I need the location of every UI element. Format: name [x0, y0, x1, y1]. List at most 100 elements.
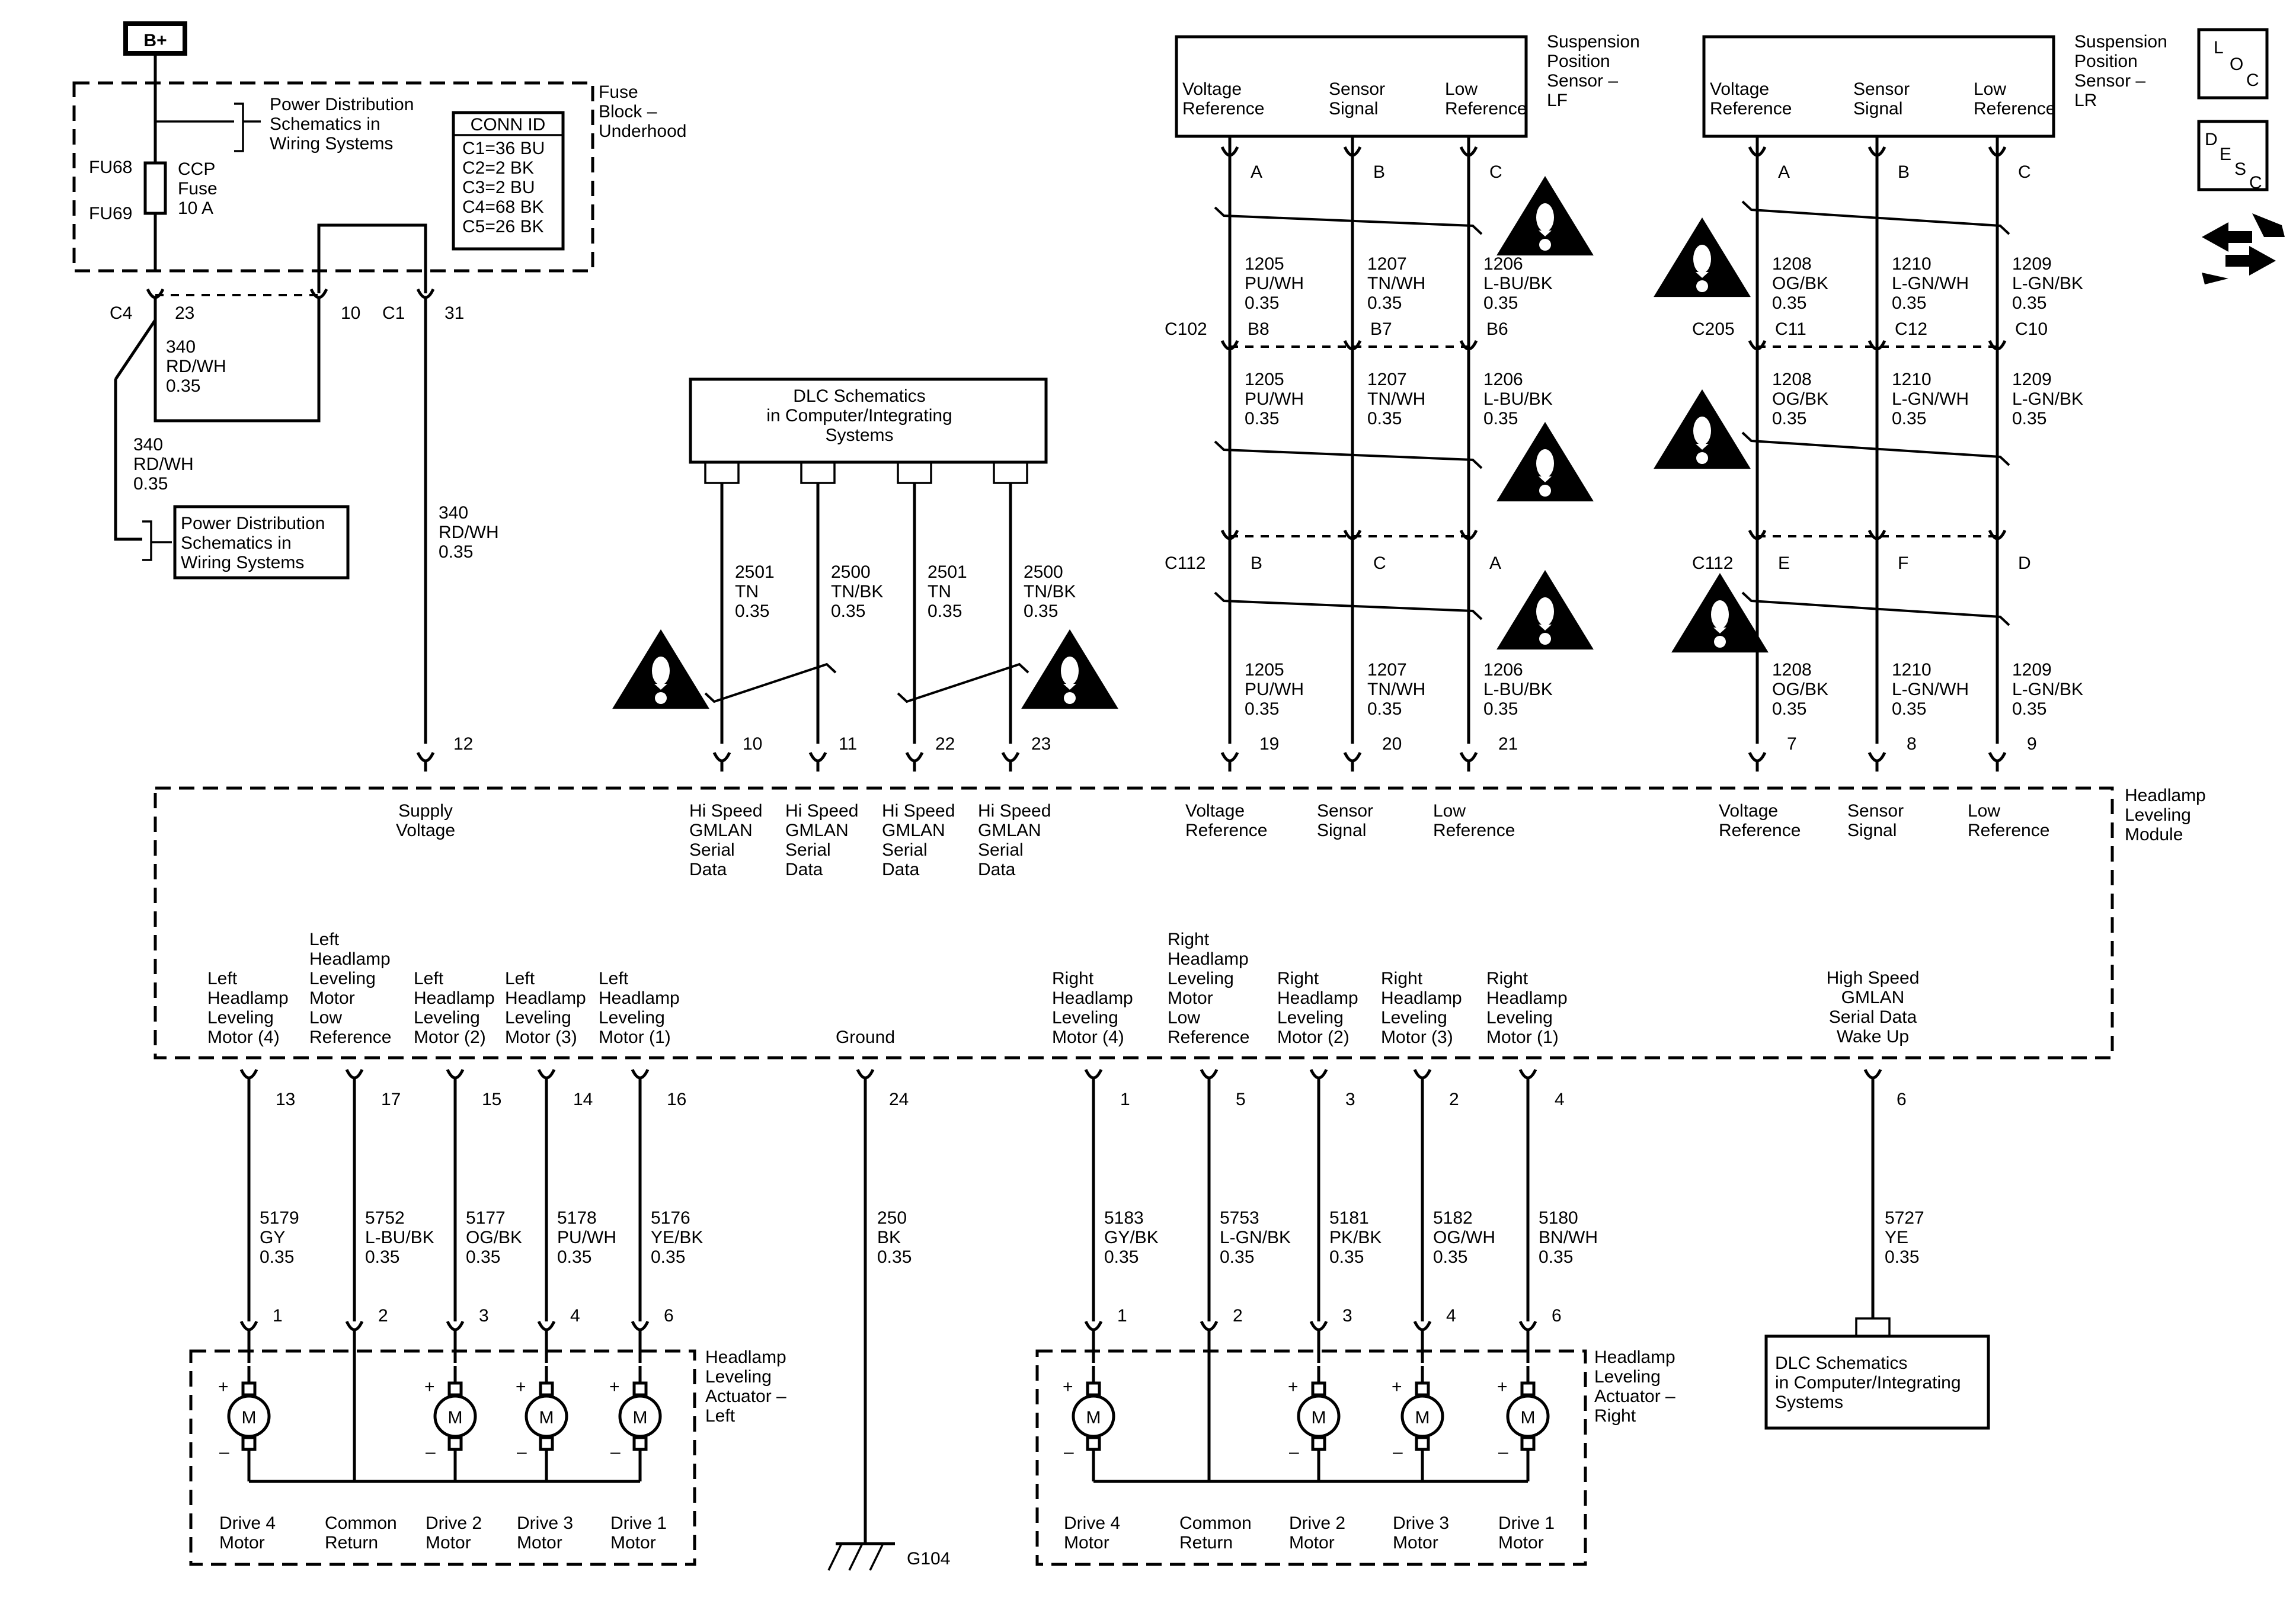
- conn-id-item: C4=68 BK: [462, 197, 544, 217]
- connector-cup: [1309, 1320, 1328, 1331]
- connector-pin-label: B6: [1486, 319, 1508, 339]
- sensor-wire-label: 1205: [1245, 370, 1284, 389]
- sensor-box: [1702, 35, 2055, 138]
- sensor-wire-label: 0.35: [1483, 699, 1518, 719]
- sensor-wire-label: 1205: [1245, 660, 1284, 680]
- fuse-description: Fuse: [178, 179, 218, 199]
- right-motor-label: Headlamp: [1052, 988, 1133, 1008]
- diagram-shapes: [72, 21, 2285, 1571]
- gmlan-wire-label: 0.35: [735, 601, 769, 621]
- left-motor-label: Left: [599, 969, 629, 988]
- actuator-pin-label: 6: [664, 1306, 674, 1326]
- motor-terminal: [241, 1436, 257, 1451]
- pds-ref2-text: Schematics in: [181, 533, 292, 553]
- fuse-description: 10 A: [178, 199, 213, 218]
- actuator-terminal-label: Drive 1: [610, 1513, 667, 1533]
- right-motor-label: Motor (1): [1486, 1028, 1559, 1047]
- right-motor-label: Right: [1052, 969, 1094, 988]
- left-motor-label: Leveling: [309, 969, 376, 988]
- motor-symbol: M: [539, 1408, 554, 1427]
- motor-plus: +: [609, 1377, 620, 1397]
- twisted-pair-marker: [1214, 206, 1483, 235]
- left-motor-label: Motor (3): [505, 1028, 577, 1047]
- ground-symbol-hatch: [848, 1543, 864, 1571]
- actuator-pin-label: 4: [570, 1306, 580, 1326]
- wire-340-branch-label: 340: [133, 435, 163, 454]
- motor-terminal: [632, 1381, 648, 1397]
- ground-pin-label: 24: [889, 1090, 909, 1109]
- motor-terminal: [1520, 1381, 1536, 1397]
- fuse-block-title: Block –: [599, 102, 657, 121]
- supply-voltage-label: Voltage: [396, 821, 455, 840]
- motor-minus: –: [517, 1442, 527, 1462]
- module-pin-label: 17: [381, 1090, 401, 1109]
- dlc-connector: [704, 462, 740, 484]
- sensor-wire-label: 1205: [1245, 254, 1284, 274]
- sensor-wire-label: 1207: [1367, 254, 1407, 274]
- motor-plus: +: [1063, 1377, 1073, 1397]
- gmlan-pin-label: 11: [839, 734, 857, 754]
- dlc-top-title: in Computer/Integrating: [766, 406, 952, 425]
- loc-icon: [2197, 28, 2269, 100]
- caution-mark: [1696, 272, 1709, 278]
- wiring-icon: [2202, 213, 2285, 284]
- sensor-wire-label: L-BU/BK: [1483, 680, 1553, 699]
- dlc-bottom-title: DLC Schematics: [1775, 1353, 1907, 1373]
- sensor-wire-label: TN/WH: [1367, 680, 1425, 699]
- motor-wire-label: 0.35: [1220, 1247, 1254, 1267]
- right-motor-label: Right: [1277, 969, 1319, 988]
- lr-input-label: Voltage: [1719, 801, 1778, 821]
- wake-up-label: Wake Up: [1837, 1027, 1909, 1046]
- pds-ref-bracket: [234, 103, 244, 152]
- gmlan-data-label: Data: [689, 860, 727, 879]
- motor-wire-label: 0.35: [1329, 1247, 1364, 1267]
- motor-minus: –: [1393, 1442, 1403, 1462]
- connector-pin-label: B7: [1370, 319, 1392, 339]
- fuse-bottom-label: FU69: [89, 204, 132, 223]
- actuator-terminal-label: Common: [325, 1513, 397, 1533]
- wake-pin-label: 6: [1897, 1090, 1907, 1109]
- module-title: Headlamp: [2125, 786, 2206, 805]
- actuator-terminal-label: Drive 4: [1064, 1513, 1120, 1533]
- connector-cup: [856, 1068, 875, 1080]
- left-motor-label: Leveling: [414, 1008, 480, 1028]
- connector-label: C205: [1692, 319, 1735, 339]
- motor-terminal: [539, 1381, 554, 1397]
- pds-ref-text: Wiring Systems: [270, 134, 393, 153]
- motor-terminal: [1415, 1436, 1430, 1451]
- caution-mark: [1711, 600, 1729, 629]
- module-pin-label: 21: [1498, 734, 1518, 754]
- actuator-terminal-label: Drive 1: [1498, 1513, 1555, 1533]
- right-motor-label: Leveling: [1277, 1008, 1344, 1028]
- left-motor-label: Left: [505, 969, 535, 988]
- dlc-top-box: [689, 377, 1048, 464]
- loc-icon-letter: C: [2246, 71, 2259, 90]
- gmlan-data-label: Hi Speed: [785, 801, 858, 821]
- motor-terminal: [1415, 1381, 1430, 1397]
- motor-symbol: M: [448, 1408, 463, 1427]
- fuse-description: CCP: [178, 159, 215, 179]
- twisted-pair-marker: [1214, 591, 1483, 620]
- motor-minus: –: [610, 1442, 621, 1462]
- caution-mark: [1539, 476, 1552, 482]
- wire-340-supply-label: RD/WH: [439, 523, 499, 542]
- actuator-terminal-label: Common: [1179, 1513, 1252, 1533]
- connector-c1-label: C1: [382, 303, 405, 323]
- internal-jumper: [317, 223, 427, 293]
- gmlan-data-label: GMLAN: [882, 821, 945, 840]
- left-motor-label: Motor (2): [414, 1028, 486, 1047]
- caution-mark: [1539, 625, 1552, 630]
- sensor-wire-label: 0.35: [1892, 699, 1926, 719]
- conn-id-item: C3=2 BU: [462, 178, 535, 197]
- desc-icon-letter: E: [2220, 145, 2231, 164]
- ground-reference: G104: [907, 1549, 950, 1569]
- wake-wire-label: 0.35: [1885, 1247, 1919, 1267]
- sensor-wire-label: 0.35: [1245, 409, 1279, 428]
- actuator-title: Left: [705, 1406, 736, 1426]
- actuator-title: Leveling: [705, 1367, 772, 1387]
- motor-wire-label: GY/BK: [1104, 1228, 1159, 1247]
- actuator-pin-label: 3: [479, 1306, 489, 1326]
- left-motor-label: Left: [207, 969, 238, 988]
- motor-wire-label: 0.35: [1539, 1247, 1573, 1267]
- motor-wire-label: 5177: [466, 1208, 506, 1228]
